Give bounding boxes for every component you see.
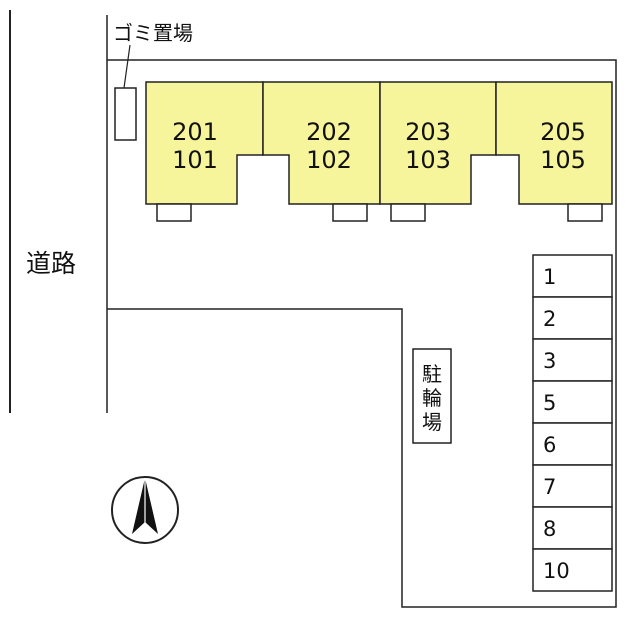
- unit-step: [390, 203, 426, 222]
- north-arrow-icon: [111, 476, 179, 544]
- unit-number: 203: [405, 118, 451, 146]
- parking-space: [532, 338, 613, 382]
- parking-area: 1 2 3 5 6 7 8 10: [532, 254, 613, 592]
- unit-number: 102: [306, 146, 352, 174]
- building: 201 101 202 102 203 103 205 105: [145, 81, 613, 222]
- parking-space: [532, 506, 613, 550]
- unit-number: 201: [172, 118, 218, 146]
- bicycle-parking: [412, 348, 452, 444]
- unit-step: [567, 203, 603, 222]
- parking-space-number: 7: [543, 475, 556, 499]
- parking-space: [532, 464, 613, 508]
- parking-space-number: 1: [543, 265, 556, 289]
- unit-number: 103: [405, 146, 451, 174]
- bicycle-parking-label: 場: [422, 410, 442, 434]
- parking-space-number: 10: [543, 559, 570, 583]
- parking-space: [532, 296, 613, 340]
- parking-space: [532, 380, 613, 424]
- unit-number: 205: [540, 118, 586, 146]
- property-boundary: [107, 59, 617, 608]
- unit-number: 101: [172, 146, 218, 174]
- unit-step: [156, 203, 192, 222]
- parking-space-number: 2: [543, 307, 556, 331]
- garbage-label: ゴミ置場: [113, 21, 193, 45]
- garbage-station: [114, 87, 137, 141]
- unit-205-105: [495, 81, 613, 205]
- parking-space: [532, 422, 613, 466]
- parking-space-number: 8: [543, 517, 556, 541]
- parking-space-number: 5: [543, 391, 556, 415]
- parking-space: [532, 254, 613, 298]
- road-label: 道路: [26, 249, 76, 278]
- unit-number: 202: [306, 118, 352, 146]
- garbage-leader-line: [123, 44, 131, 89]
- parking-space: [532, 548, 613, 592]
- bicycle-parking-label: 駐: [422, 362, 442, 386]
- bicycle-parking-label: 輪: [422, 386, 442, 410]
- unit-number: 105: [540, 146, 586, 174]
- parking-space-number: 3: [543, 349, 556, 373]
- parking-space-number: 6: [543, 433, 556, 457]
- unit-step: [332, 203, 368, 222]
